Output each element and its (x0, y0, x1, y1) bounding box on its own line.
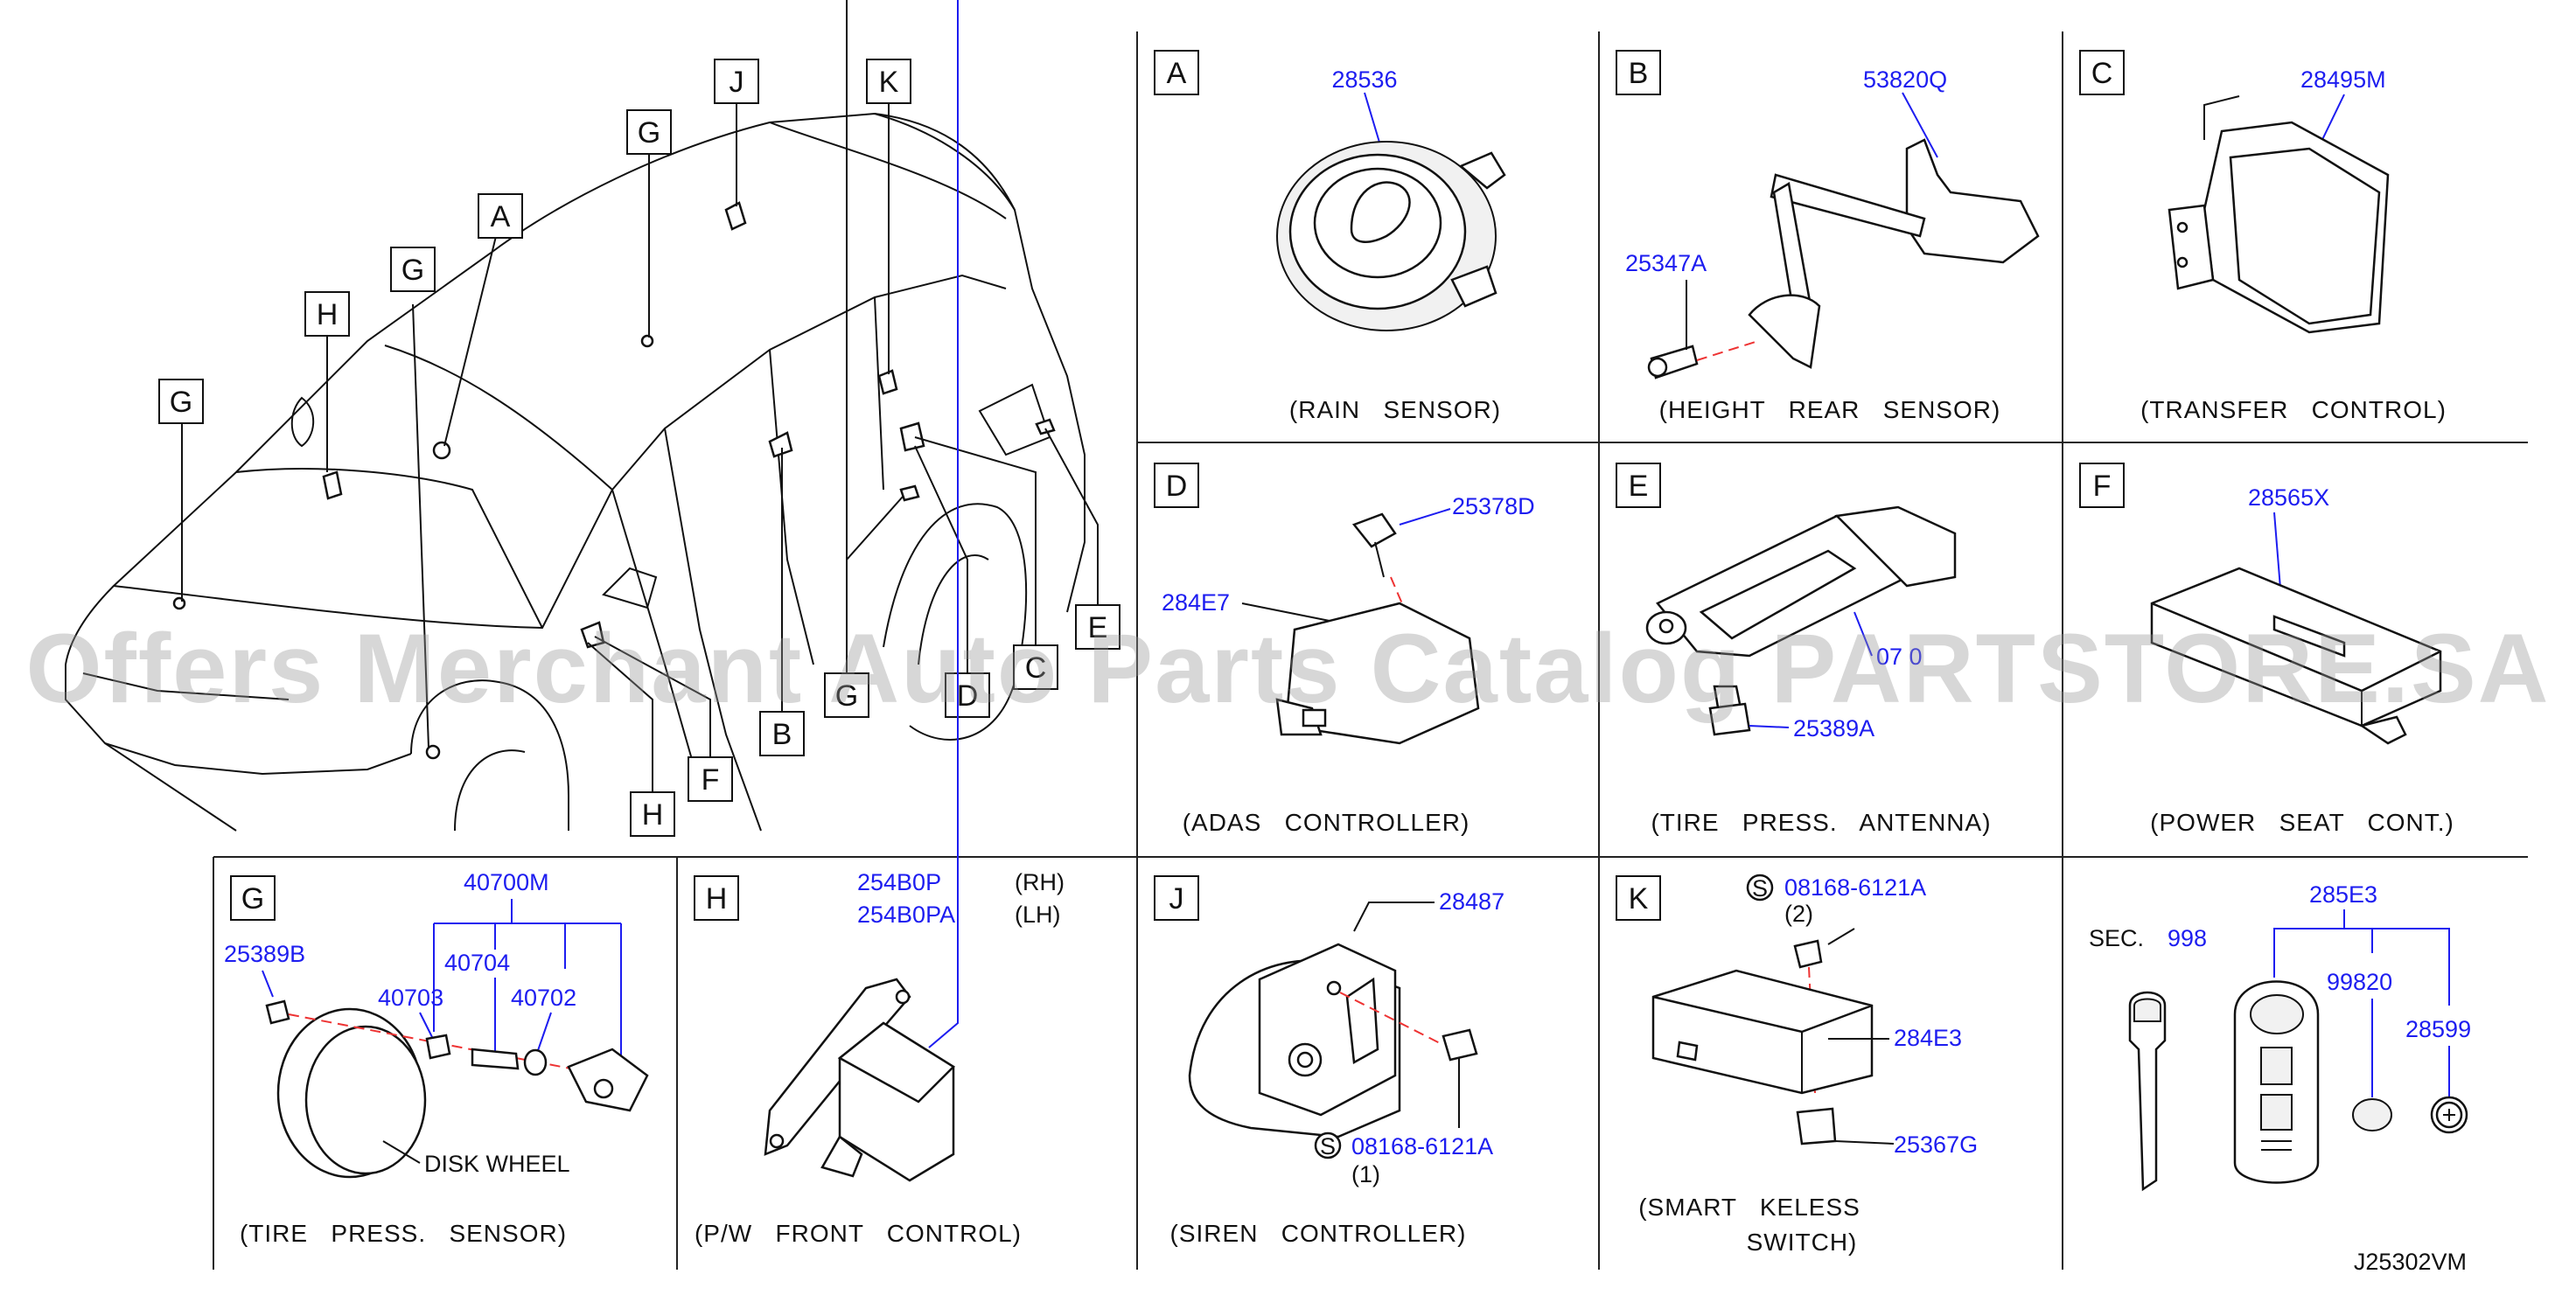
svg-text:SWITCH): SWITCH) (1747, 1229, 1858, 1256)
svg-text:(ADAS CONTROLLER): (ADAS CONTROLLER) (1183, 809, 1470, 836)
svg-text:28487: 28487 (1439, 888, 1504, 915)
callout-e: E (1075, 604, 1120, 650)
svg-text:C: C (2091, 57, 2113, 90)
svg-text:(RH): (RH) (1015, 869, 1065, 895)
svg-text:H: H (642, 798, 664, 832)
panel-b: B 53820Q 25347A (HEIGHT REAR SENSOR) (1616, 50, 2040, 423)
svg-text:(TIRE PRESS. SENSOR): (TIRE PRESS. SENSOR) (240, 1220, 567, 1247)
svg-text:SEC.: SEC. (2089, 925, 2144, 951)
svg-text:285E3: 285E3 (2309, 881, 2377, 908)
panel-e: E 07 0 25389A (TIRE PRESS. ANTENNA) (1616, 463, 1991, 836)
svg-text:G: G (401, 254, 424, 287)
svg-text:(LH): (LH) (1015, 902, 1061, 928)
svg-text:E: E (1629, 470, 1649, 503)
diagram-code: J25302VM (2354, 1249, 2467, 1275)
svg-text:25378D: 25378D (1452, 493, 1535, 519)
svg-text:40702: 40702 (511, 985, 576, 1011)
svg-text:(2): (2) (1784, 901, 1813, 927)
svg-text:284E3: 284E3 (1894, 1025, 1962, 1051)
svg-text:A: A (1167, 57, 1187, 90)
svg-text:998: 998 (2168, 925, 2207, 951)
svg-text:B: B (1629, 57, 1649, 90)
svg-text:F: F (702, 763, 720, 797)
callout-g-front: G (158, 379, 204, 424)
svg-text:G: G (638, 116, 660, 150)
panel-g: G 40700M 40704 25389B 40703 40702 DISK W… (224, 869, 649, 1247)
svg-text:B: B (772, 718, 792, 751)
svg-text:(SMART KELESS: (SMART KELESS (1638, 1194, 1860, 1221)
svg-text:28536: 28536 (1331, 66, 1397, 93)
svg-text:40700M: 40700M (464, 869, 549, 895)
panel-j: J 28487 S 08168-6121A (1) (SIREN CONTROL… (1154, 875, 1504, 1247)
watermark: Offers Merchant Auto Parts Catalog PARTS… (25, 614, 2551, 723)
svg-text:28495M: 28495M (2300, 66, 2386, 93)
panel-grid (213, 31, 2528, 1270)
svg-text:99820: 99820 (2327, 969, 2392, 995)
svg-text:D: D (957, 679, 979, 713)
panel-c: C 28495M (TRANSFER CONTROL) (2079, 50, 2447, 423)
svg-text:(TIRE PRESS. ANTENNA): (TIRE PRESS. ANTENNA) (1651, 809, 1991, 836)
svg-text:K: K (879, 66, 899, 99)
callout-h-upper: H (304, 291, 350, 337)
svg-text:254B0P: 254B0P (857, 869, 941, 895)
svg-text:07 0: 07 0 (1876, 644, 1923, 670)
panel-a: A 28536 (RAIN SENSOR) (1154, 50, 1506, 423)
svg-text:H: H (706, 882, 728, 916)
panel-d: D 25378D 284E7 (ADAS CONTROLLER) (1154, 463, 1535, 836)
svg-text:C: C (1025, 651, 1047, 685)
svg-text:H: H (317, 298, 339, 331)
svg-text:53820Q: 53820Q (1863, 66, 1947, 93)
vehicle-illustration (65, 0, 1099, 832)
svg-text:254B0PA: 254B0PA (857, 902, 955, 928)
panel-h: H 254B0P (RH) 254B0PA (LH) (P/W FRONT CO… (694, 0, 1065, 1247)
callout-d: D (945, 672, 990, 718)
svg-text:D: D (1166, 470, 1188, 503)
panel-key: SEC. 998 285E3 99820 28599 (2089, 881, 2471, 1192)
svg-text:J: J (1169, 882, 1184, 916)
svg-text:25389A: 25389A (1793, 715, 1874, 742)
svg-text:S: S (1752, 875, 1768, 902)
callout-c: C (1013, 644, 1058, 690)
svg-text:25367G: 25367G (1894, 1131, 1978, 1158)
callout-j: J (714, 59, 759, 104)
svg-text:J: J (730, 66, 744, 99)
svg-text:08168-6121A: 08168-6121A (1784, 874, 1926, 901)
svg-text:E: E (1088, 611, 1108, 644)
callout-b: B (759, 711, 805, 756)
callout-a: A (478, 193, 523, 239)
callout-g-left: G (390, 247, 436, 292)
svg-text:25347A: 25347A (1625, 250, 1707, 276)
svg-text:G: G (170, 386, 192, 419)
svg-text:G: G (835, 679, 858, 713)
svg-text:A: A (491, 200, 511, 233)
svg-text:G: G (241, 882, 264, 916)
vehicle-callouts: G H G A G J K B G D C E F H (158, 59, 1120, 837)
svg-text:(HEIGHT REAR SENSOR): (HEIGHT REAR SENSOR) (1659, 396, 2001, 423)
svg-text:(P/W FRONT CONTROL): (P/W FRONT CONTROL) (695, 1220, 1022, 1247)
svg-text:28565X: 28565X (2248, 484, 2329, 511)
svg-text:08168-6121A: 08168-6121A (1351, 1133, 1493, 1159)
svg-text:40703: 40703 (378, 985, 443, 1011)
svg-text:DISK WHEEL: DISK WHEEL (424, 1151, 570, 1177)
svg-text:(1): (1) (1351, 1161, 1380, 1187)
svg-text:S: S (1320, 1133, 1336, 1159)
svg-text:K: K (1629, 882, 1649, 916)
svg-text:F: F (2093, 470, 2112, 503)
panel-k: K S 08168-6121A (2) 284E3 25367G (SMART … (1616, 874, 1978, 1256)
callout-k: K (866, 59, 911, 104)
svg-text:28599: 28599 (2405, 1016, 2471, 1042)
svg-text:40704: 40704 (444, 950, 510, 976)
callout-h-lower: H (630, 791, 675, 837)
svg-text:25389B: 25389B (224, 941, 305, 967)
svg-text:(RAIN SENSOR): (RAIN SENSOR) (1289, 396, 1501, 423)
svg-text:(SIREN CONTROLLER): (SIREN CONTROLLER) (1170, 1220, 1467, 1247)
svg-text:(POWER SEAT CONT.): (POWER SEAT CONT.) (2150, 809, 2454, 836)
panel-f: F 28565X (POWER SEAT CONT.) (2079, 463, 2454, 836)
svg-text:284E7: 284E7 (1162, 589, 1230, 616)
callout-g-rear: G (824, 672, 869, 718)
callout-f: F (688, 756, 733, 802)
svg-text:(TRANSFER CONTROL): (TRANSFER CONTROL) (2140, 396, 2447, 423)
callout-g-roof: G (626, 109, 672, 155)
